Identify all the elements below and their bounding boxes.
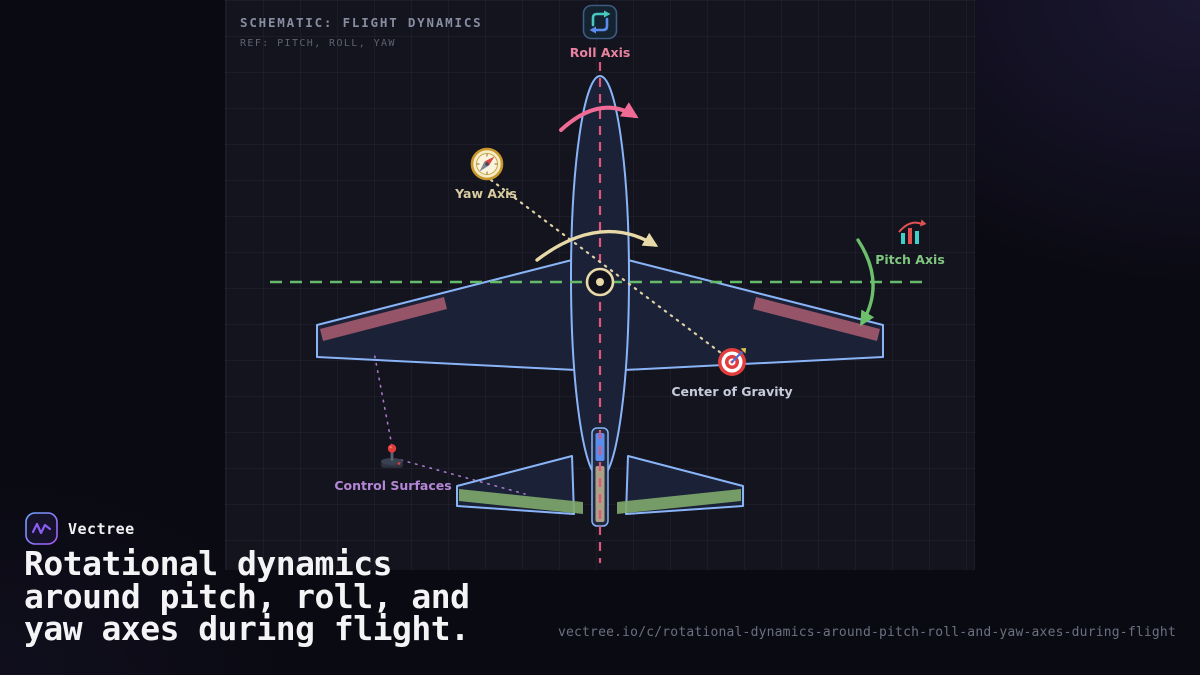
right-wing — [623, 259, 884, 371]
left-elevator-strip — [459, 489, 583, 514]
left-wing — [316, 259, 577, 371]
airplane-top-view — [316, 75, 884, 527]
control-link-left-wing — [373, 351, 393, 447]
headline-line-1: Rotational dynamics — [24, 544, 393, 583]
center-of-gravity-label: Center of Gravity — [671, 384, 793, 399]
joystick-icon — [377, 441, 407, 471]
vectree-logo — [25, 512, 58, 545]
canonical-url[interactable]: vectree.io/c/rotational-dynamics-around-… — [557, 625, 1176, 640]
target-icon — [716, 346, 748, 378]
pitch-axis-label: Pitch Axis — [875, 252, 945, 267]
yaw-rotation-arrow — [535, 229, 659, 262]
control-surfaces-label: Control Surfaces — [334, 478, 452, 493]
headline: Rotational dynamics around pitch, roll, … — [24, 544, 584, 648]
compass-icon — [470, 147, 504, 181]
roll-rotation-arrow — [559, 102, 639, 132]
headline-line-2: around pitch, roll, and — [24, 576, 470, 616]
control-link-tail — [400, 459, 526, 495]
roll-axis-icon — [582, 4, 618, 40]
brand-name: Vectree — [68, 519, 135, 538]
headline-line-3: yaw axes during flight. — [24, 609, 470, 648]
flight-dynamics-diagram — [270, 62, 925, 563]
schematic-ref: REF: PITCH, ROLL, YAW — [240, 38, 396, 49]
schematic-title: SCHEMATIC: FLIGHT DYNAMICS — [240, 15, 483, 30]
roll-axis-label: Roll Axis — [569, 45, 631, 60]
right-aileron-strip — [753, 297, 880, 341]
left-aileron-strip — [320, 297, 447, 341]
trend-chart-icon — [895, 217, 929, 247]
center-of-gravity-marker — [585, 267, 615, 297]
yaw-axis-label: Yaw Axis — [455, 186, 517, 201]
right-elevator-strip — [617, 489, 741, 514]
brand: Vectree — [25, 512, 135, 545]
pitch-rotation-arrow — [856, 238, 875, 327]
